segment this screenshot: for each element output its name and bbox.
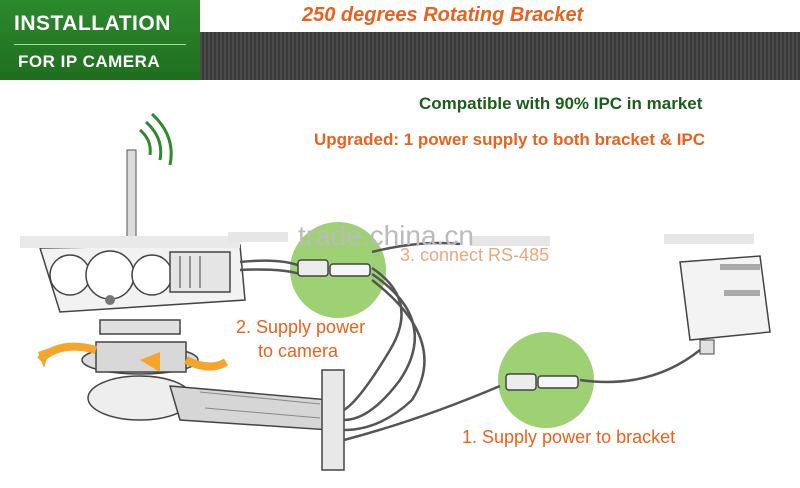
rotating-bracket-icon — [37, 341, 345, 471]
dc-connector-bracket — [505, 373, 579, 391]
label-step2-line2: to camera — [258, 341, 339, 361]
compatibility-text: Compatible with 90% IPC in market — [419, 94, 703, 113]
upgrade-text: Upgraded: 1 power supply to both bracket… — [314, 130, 706, 149]
faded-strips — [228, 232, 754, 246]
ip-camera-icon — [20, 236, 246, 335]
label-step1: 1. Supply power to bracket — [462, 427, 676, 447]
badge-subtitle: FOR IP CAMERA — [18, 52, 161, 71]
watermark: trade.china.cn — [298, 220, 474, 251]
product-title: 250 degrees Rotating Bracket — [302, 4, 584, 26]
badge-divider — [14, 44, 186, 45]
title-strip — [200, 0, 800, 32]
installation-badge: INSTALLATION FOR IP CAMERA — [0, 0, 200, 80]
label-step2-line1: 2. Supply power — [236, 317, 366, 337]
power-adapter-icon — [679, 255, 771, 355]
badge-title: INSTALLATION — [14, 12, 171, 35]
label-step3: 3. connect RS-485 — [400, 245, 550, 265]
cables — [239, 241, 701, 442]
antenna-icon — [126, 112, 173, 251]
dc-connector-camera — [297, 259, 371, 277]
